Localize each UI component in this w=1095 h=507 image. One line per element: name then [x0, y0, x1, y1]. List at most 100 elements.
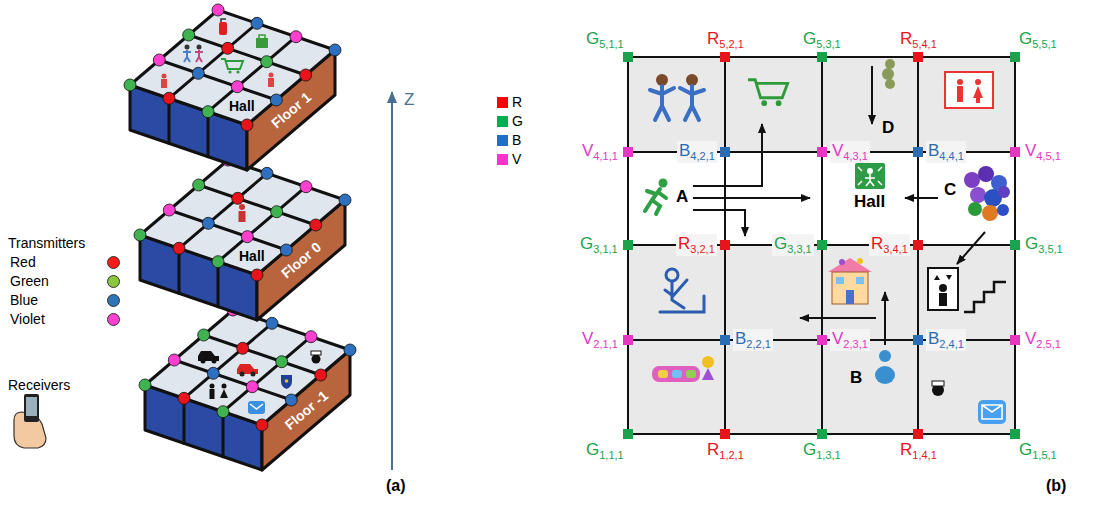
- transmitter-letter: G: [774, 234, 787, 253]
- transmitter-index: 3,1,1: [593, 243, 617, 255]
- transmitter-index: 2,1,1: [593, 338, 617, 350]
- transmitter-label: B2,4,1: [926, 329, 966, 351]
- transmitter-index: 1,1,1: [599, 449, 623, 461]
- legend-label: Violet: [10, 311, 45, 328]
- transmitter-letter: V: [1025, 141, 1036, 160]
- transmitter-index: 5,5,1: [1032, 38, 1056, 50]
- transmitter-label: R5,4,1: [898, 29, 939, 51]
- transmitter-index: 2,4,1: [939, 338, 963, 350]
- transmitter-label: R1,2,1: [705, 440, 746, 462]
- transmitter-index: 3,4,1: [883, 243, 907, 255]
- floor-block-art: [124, 4, 341, 170]
- legend-swatch: [497, 154, 508, 165]
- transmitter-index: 1,2,1: [719, 449, 743, 461]
- transmitter-index: 5,1,1: [599, 38, 623, 50]
- path-letter: C: [944, 180, 956, 200]
- transmitter-label: G3,3,1: [772, 234, 814, 256]
- movement-arrows: [693, 66, 985, 345]
- transmitter-index: 4,3,1: [843, 150, 867, 162]
- legend-label: Blue: [10, 292, 38, 309]
- legend-swatch: [497, 135, 508, 146]
- legend-swatch: [497, 97, 508, 108]
- room-label: Hall: [854, 192, 885, 212]
- legend-label: Red: [10, 254, 36, 271]
- transmitter-label: G3,1,1: [578, 234, 620, 256]
- transmitter-index: 1,4,1: [912, 449, 936, 461]
- transmitter-label: V2,1,1: [580, 329, 620, 351]
- transmitter-letter: R: [707, 29, 719, 48]
- transmitter-index: 5,2,1: [719, 38, 743, 50]
- floor-block: Floor 0 Hall: [140, 160, 345, 320]
- panel-label: (a): [386, 476, 406, 495]
- transmitter-index: 1,5,1: [1032, 449, 1056, 461]
- path-letter: B: [850, 368, 862, 388]
- legend-label: G: [512, 113, 523, 130]
- transmitter-letter: G: [586, 29, 599, 48]
- transmitter-label: R1,4,1: [898, 440, 939, 462]
- transmitter-label: B2,2,1: [733, 329, 773, 351]
- floor-block-art: [134, 154, 351, 320]
- transmitter-label: G5,5,1: [1017, 29, 1059, 51]
- transmitter-letter: G: [1019, 29, 1032, 48]
- floor-plan-grid: [628, 57, 1015, 434]
- legend-label: V: [512, 151, 521, 168]
- floor-block-art: [139, 304, 356, 470]
- transmitter-index: 4,1,1: [593, 150, 617, 162]
- floor-block: Floor 1 Hall: [130, 10, 335, 170]
- transmitter-index: 5,3,1: [816, 38, 840, 50]
- transmitter-index: 3,5,1: [1038, 243, 1062, 255]
- transmitter-label: R3,4,1: [869, 234, 910, 256]
- axis-label: Z: [404, 90, 414, 110]
- transmitter-label: V2,5,1: [1023, 329, 1063, 351]
- transmitter-index: 3,3,1: [787, 243, 811, 255]
- transmitter-letter: G: [1025, 234, 1038, 253]
- tile-label: Hall: [229, 98, 255, 115]
- transmitter-label: R3,2,1: [676, 234, 717, 256]
- transmitter-letter: R: [900, 29, 912, 48]
- legend-heading: Transmitters: [8, 235, 85, 252]
- transmitter-letter: V: [582, 141, 593, 160]
- floor-label: Floor 0: [278, 239, 324, 282]
- transmitter-letter: R: [871, 234, 883, 253]
- hall-room: Hall: [822, 152, 918, 245]
- transmitter-label: G1,5,1: [1017, 440, 1059, 462]
- panel-label: (b): [1046, 476, 1066, 495]
- transmitter-letter: V: [582, 329, 593, 348]
- legend-label: Green: [10, 273, 49, 290]
- floor-icons: [161, 19, 274, 88]
- path-letter: A: [676, 187, 688, 207]
- legend-label: B: [512, 132, 521, 149]
- transmitter-label: G3,5,1: [1023, 234, 1065, 256]
- legend-label: R: [512, 94, 522, 111]
- running-man-head: [659, 179, 668, 188]
- transmitter-letter: R: [678, 234, 690, 253]
- transmitter-label: G5,1,1: [584, 29, 626, 51]
- transmitter-label: V2,3,1: [830, 329, 870, 351]
- receiver-icon: [14, 394, 46, 448]
- transmitter-index: 5,4,1: [912, 38, 936, 50]
- transmitter-label: V4,3,1: [830, 141, 870, 163]
- path-letter: D: [882, 118, 894, 138]
- floor-label: Floor -1: [282, 387, 332, 433]
- transmitter-index: 4,2,1: [690, 150, 714, 162]
- hall-tile: Hall: [227, 98, 257, 115]
- transmitter-letter: R: [707, 440, 719, 459]
- z-axis: [391, 92, 393, 470]
- hall-tile: Hall: [237, 248, 267, 265]
- transmitter-label: G1,1,1: [584, 440, 626, 462]
- room-icons: [645, 59, 1010, 424]
- transmitter-letter: G: [580, 234, 593, 253]
- floor-label: Floor 1: [268, 89, 314, 132]
- transmitter-index: 2,2,1: [746, 338, 770, 350]
- transmitter-label: G1,3,1: [801, 440, 843, 462]
- transmitter-letter: B: [679, 141, 690, 160]
- legend-heading: Receivers: [8, 377, 70, 394]
- transmitter-index: 3,2,1: [690, 243, 714, 255]
- transmitter-label: B4,2,1: [677, 141, 717, 163]
- transmitter-letter: B: [928, 141, 939, 160]
- transmitter-letter: V: [1025, 329, 1036, 348]
- legend-dot: [107, 294, 120, 307]
- tile-label: Hall: [239, 248, 265, 265]
- transmitter-index: 2,5,1: [1036, 338, 1060, 350]
